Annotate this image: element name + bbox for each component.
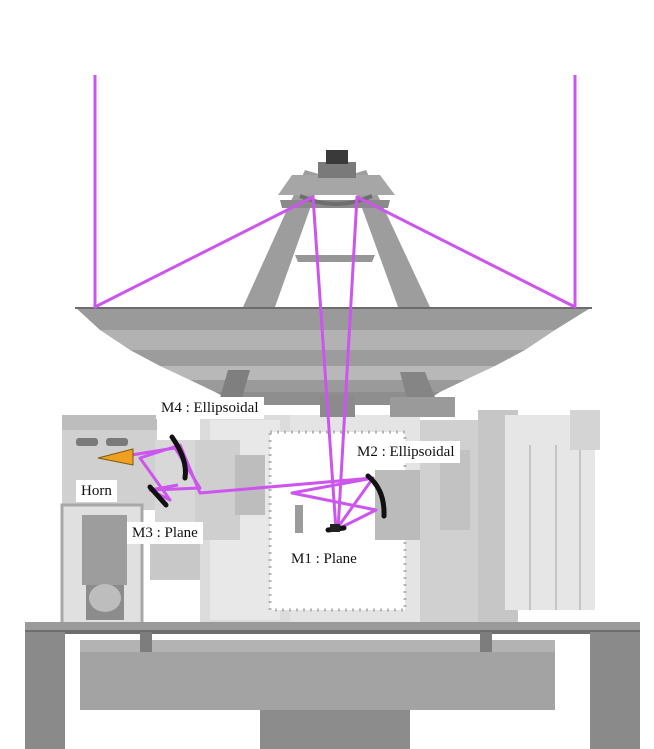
- label-m2: M2 : Ellipsoidal: [352, 441, 460, 463]
- beam-rays: [93, 75, 577, 532]
- m1-mount: [330, 524, 340, 532]
- beam-ray-right: [336, 75, 577, 531]
- label-horn: Horn: [76, 480, 117, 502]
- label-m3: M3 : Plane: [127, 522, 203, 544]
- label-m4: M4 : Ellipsoidal: [156, 397, 264, 419]
- m2-mirror: [365, 473, 387, 519]
- m3-mirror: [147, 484, 169, 508]
- label-m1: M1 : Plane: [286, 548, 362, 570]
- m4-mirror: [169, 434, 188, 481]
- primary-dish: [75, 307, 592, 417]
- quadripod-support: [243, 150, 430, 307]
- horn-feed: [97, 448, 134, 466]
- beam-ray-left: [93, 75, 338, 531]
- base-platform: [25, 622, 640, 749]
- beam-relay-m1-m2: [290, 476, 378, 532]
